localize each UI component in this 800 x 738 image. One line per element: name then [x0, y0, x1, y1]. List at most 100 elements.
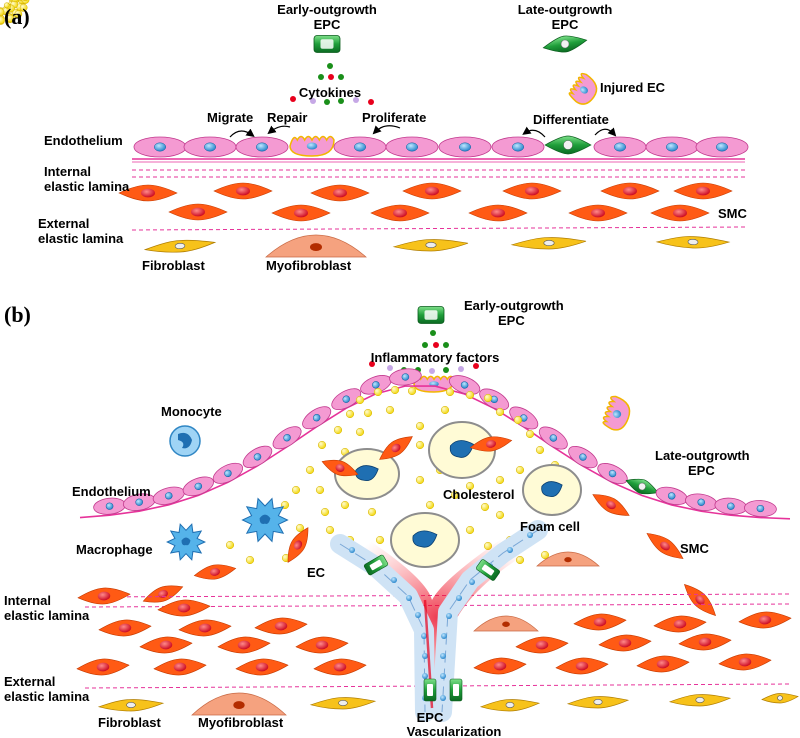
smc-nucleus — [97, 591, 111, 601]
smc-nucleus — [393, 208, 407, 218]
smooth-muscle-cell — [370, 204, 430, 222]
epc-label-b: EPC — [417, 710, 444, 725]
fibroblast-nucleus — [593, 698, 603, 706]
cholesterol-droplet — [333, 425, 343, 435]
foam-lipid — [0, 8, 5, 16]
fibroblast-nucleus — [687, 238, 699, 246]
cholesterol-droplet — [315, 485, 325, 495]
capillary-ec-nucleus — [507, 547, 513, 553]
smc-nucleus — [173, 662, 187, 672]
myofibroblast-cell — [191, 692, 287, 716]
endothelial-nucleus — [579, 453, 587, 461]
foam-cell-nucleus — [355, 465, 379, 482]
cholesterol-droplet — [495, 510, 505, 520]
cytokine-dot — [353, 97, 359, 103]
macrophage-nucleus — [259, 514, 271, 524]
cholesterol-droplet — [525, 429, 535, 439]
late-epc-nucleus — [560, 39, 570, 49]
endothelial-cell — [133, 136, 187, 158]
myofibroblast-label-a: Myofibroblast — [266, 258, 352, 273]
endothelial-nucleus — [224, 469, 232, 477]
smc-nucleus — [198, 623, 212, 633]
smooth-muscle-cell — [254, 617, 308, 635]
capillary-epc — [449, 678, 463, 702]
endothelial-nucleus — [154, 142, 166, 152]
capillary-ec-nucleus — [422, 673, 428, 679]
capillary-ec-nucleus — [440, 673, 446, 679]
myofibroblast-nucleus — [502, 621, 510, 627]
smc-nucleus — [695, 595, 705, 605]
foam-lipid — [19, 3, 28, 12]
smc-nucleus — [535, 640, 549, 650]
foam-cell-nucleus — [541, 481, 563, 498]
capillary-epc-nucleus — [481, 564, 495, 576]
capillary-ec-nucleus — [446, 613, 452, 619]
capillary-ec-nucleus — [456, 595, 462, 601]
capillary-ec-nucleus — [415, 612, 421, 618]
fibroblast-cell — [479, 699, 541, 712]
cholesterol-droplet — [495, 407, 505, 417]
foam-cell — [428, 421, 496, 479]
endothelial-cell — [744, 500, 777, 517]
epc-nucleus — [320, 39, 334, 49]
cholesterol-droplet — [355, 427, 365, 437]
repair-arrow — [267, 125, 291, 135]
foam-lipid — [6, 14, 15, 23]
smooth-muscle-cell — [568, 204, 628, 222]
endothelial-nucleus — [283, 434, 291, 442]
early-epc-label-line1: Early-outgrowth — [277, 2, 377, 17]
endothelial-nucleus — [253, 453, 262, 461]
endothelial-cell — [302, 406, 332, 430]
smc-nucleus — [491, 208, 505, 218]
cholesterol-droplet — [363, 408, 373, 418]
cholesterol-droplet — [340, 500, 350, 510]
external-lamina-a — [131, 226, 746, 231]
smooth-muscle-cell — [271, 204, 331, 222]
cholesterol-droplet — [225, 540, 235, 550]
endothelial-nucleus — [666, 142, 678, 152]
foam-cell-label: Foam cell — [520, 519, 580, 534]
endothelial-cell — [695, 136, 749, 158]
macrophage-small — [166, 523, 206, 561]
smooth-muscle-cell — [295, 636, 349, 654]
smc-nucleus — [333, 188, 347, 198]
cholesterol-droplet — [355, 395, 365, 405]
smooth-muscle-cell — [379, 436, 413, 460]
fibroblast-cell — [392, 239, 469, 252]
inflammatory-dot — [433, 342, 439, 348]
smc-nucleus — [493, 661, 507, 671]
smc-nucleus — [158, 589, 168, 599]
smc-nucleus — [696, 186, 710, 196]
endothelial-cell — [333, 136, 387, 158]
endothelial-cell — [93, 497, 126, 515]
smooth-muscle-cell — [168, 203, 228, 221]
fibroblast-nucleus — [425, 241, 437, 249]
cholesterol-droplet — [245, 555, 255, 565]
endothelial-nucleus — [204, 142, 216, 152]
cholesterol-droplet — [415, 475, 425, 485]
endothelial-cell — [389, 368, 422, 386]
smooth-muscle-cell — [77, 587, 131, 605]
smooth-muscle-cell — [153, 658, 207, 676]
panel-b-labels: (b) Early-outgrowth EPC Inflammatory fac… — [4, 298, 750, 738]
iel-label-b-line2: elastic lamina — [4, 608, 90, 623]
smc-nucleus — [593, 617, 607, 627]
endothelial-nucleus — [105, 502, 114, 510]
cholesterol-droplet — [325, 525, 335, 535]
smooth-muscle-cell — [573, 613, 627, 631]
myofibroblast-cell — [473, 615, 539, 632]
cholesterol-droplet — [495, 475, 505, 485]
differentiate-arrow-right — [594, 127, 617, 137]
macrophage-label: Macrophage — [76, 542, 153, 557]
smc-nucleus — [758, 615, 772, 625]
smooth-muscle-cell — [157, 599, 211, 617]
endothelial-nucleus — [727, 502, 735, 510]
fibroblast-cell — [97, 699, 165, 712]
endothelial-cell — [183, 136, 237, 158]
cholesterol-label: Cholesterol — [443, 487, 515, 502]
injured-ec-cell — [289, 135, 335, 157]
smooth-muscle-cell — [636, 655, 690, 673]
endothelial-cell — [597, 463, 628, 485]
endothelial-nucleus — [512, 142, 524, 152]
